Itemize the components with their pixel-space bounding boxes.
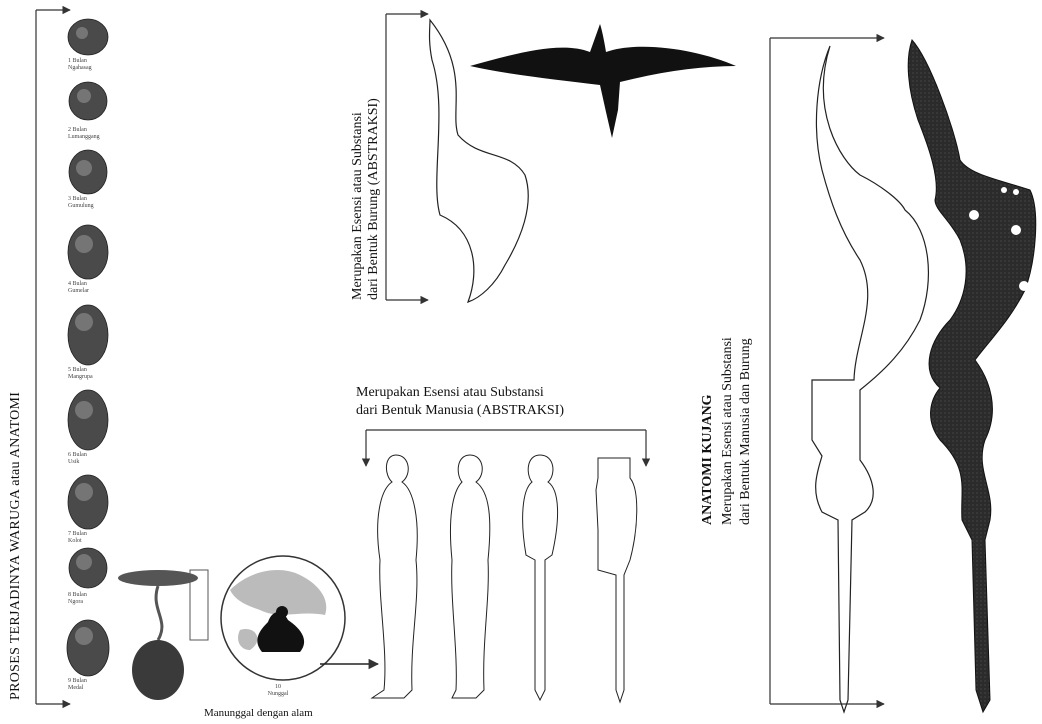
kujang-panel-title: ANATOMI KUJANG	[700, 394, 716, 525]
fetus-icon	[68, 390, 108, 450]
kujang-bracket	[770, 38, 884, 704]
kujang-panel-line1: Merupakan Esensi atau Substansi	[720, 337, 736, 525]
fetus-icons	[67, 19, 109, 676]
bird-panel-line1: Merupakan Esensi atau Substansi	[350, 112, 366, 300]
human-figures	[372, 455, 637, 702]
kujang-photo	[908, 40, 1036, 712]
human-figure-1	[372, 455, 417, 698]
kujang-outline	[812, 46, 928, 712]
bird-silhouette	[470, 24, 736, 138]
fetus-icon	[68, 475, 108, 529]
left-bracket	[36, 10, 70, 704]
bird-bracket	[386, 14, 428, 300]
bird-panel-line2: dari Bentuk Burung (ABSTRAKSI)	[366, 98, 382, 300]
placenta-illustration	[118, 570, 208, 700]
left-panel-caption: Manunggal dengan alam	[204, 707, 313, 719]
human-figure-3	[523, 455, 558, 700]
human-panel-line1: Merupakan Esensi atau Substansi	[356, 384, 544, 401]
human-panel-line2: dari Bentuk Manusia (ABSTRAKSI)	[356, 402, 564, 419]
human-figure-2	[450, 455, 489, 698]
left-panel-title: PROSES TERJADINYA WARUGA atau ANATOMI	[8, 392, 24, 700]
globe-illustration	[221, 556, 345, 680]
fetus-icon	[68, 19, 108, 55]
kujang-panel-line2: dari Bentuk Manusia dan Burung	[738, 338, 754, 525]
human-bracket	[366, 430, 646, 466]
human-figure-4	[596, 458, 637, 702]
